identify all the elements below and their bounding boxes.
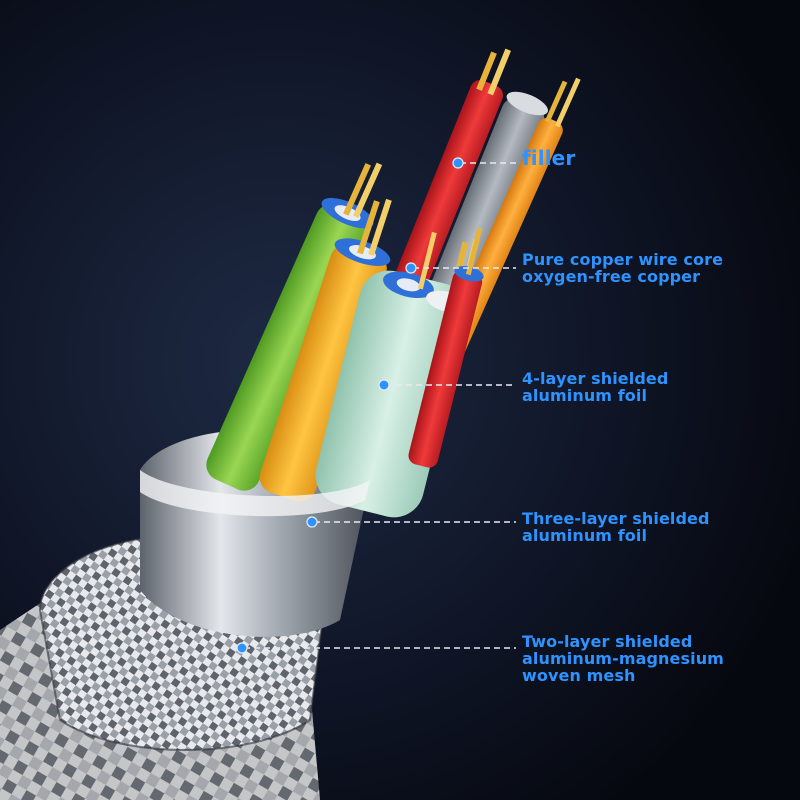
small-red-wire: [408, 227, 484, 468]
three-layer-foil-label: Three-layer shielded aluminum foil: [522, 510, 710, 544]
filler-text: filler: [522, 146, 576, 170]
four-layer-foil-label: 4-layer shielded aluminum foil: [522, 370, 668, 404]
two-layer-line3: woven mesh: [522, 666, 636, 685]
filler-label: filler: [522, 146, 576, 170]
copper-core-line1: Pure copper wire core: [522, 250, 724, 269]
four-layer-line2: aluminum foil: [522, 386, 648, 405]
two-layer-line2: aluminum-magnesium: [522, 649, 724, 668]
two-layer-mesh-label: Two-layer shielded aluminum-magnesium wo…: [522, 633, 724, 684]
four-layer-line1: 4-layer shielded: [522, 369, 669, 388]
copper-core-label: Pure copper wire core oxygen-free copper: [522, 251, 723, 285]
copper-core-line2: oxygen-free copper: [522, 267, 701, 286]
three-layer-line2: aluminum foil: [522, 526, 648, 545]
yellow-wire: [259, 198, 392, 502]
two-layer-line1: Two-layer shielded: [522, 632, 693, 651]
leader-lines: [244, 162, 516, 649]
three-layer-line1: Three-layer shielded: [522, 509, 710, 528]
leader-dots: [236, 157, 464, 654]
